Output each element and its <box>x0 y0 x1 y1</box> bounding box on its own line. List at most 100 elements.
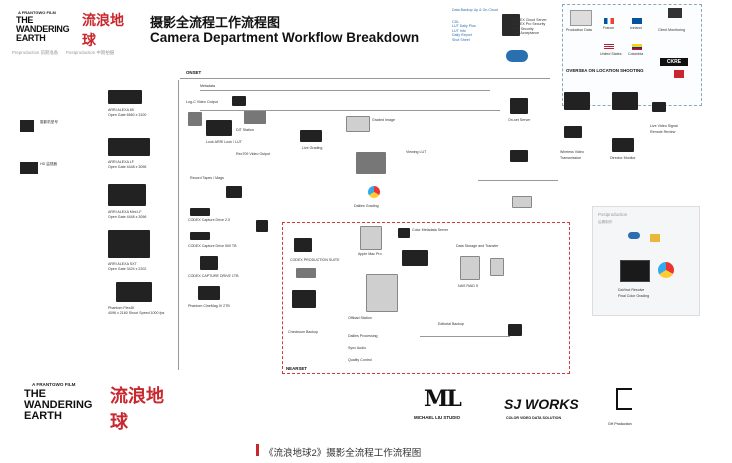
footer-logo-main: THE WANDERING EARTH <box>24 388 93 422</box>
footer-logo-cn: 流浪地球 <box>110 386 164 433</box>
nas-device-2 <box>490 258 504 276</box>
live-video-label: Live Video Signal <box>650 124 678 128</box>
codex-drive-1tb-label: CODEX CAPTURE DRIVE 1TB <box>188 274 239 278</box>
logo-main-text: THE WANDERING EARTH <box>16 15 70 43</box>
caption: 《流浪地球2》摄影全流程工作流程图 <box>264 448 422 459</box>
phantom-cinemag-label: Phantom CineMag IV 2TB <box>188 304 230 308</box>
color-metadata-label: Color Metadata Server <box>412 228 449 232</box>
camera-alexa-lf-name: ARRI ALEXA LF <box>108 160 134 164</box>
production-data-icon <box>570 10 592 26</box>
dit-box-1 <box>188 112 202 126</box>
codex-vault <box>292 290 316 308</box>
flag-colombia-label: Colombia <box>628 52 644 56</box>
preproduction-label: Preproduction 前期准备 <box>12 50 59 55</box>
codex-drive-20-label: CODEX Capture Drive 2.0 <box>188 218 230 222</box>
wireless-tx <box>564 126 582 138</box>
codex-drive-20 <box>190 208 210 216</box>
monitor-small-1 <box>232 96 246 106</box>
mac-pro-tower-1 <box>360 226 382 250</box>
postproduction-title: Postproduction <box>598 212 628 217</box>
flag-iceland-label: Iceland <box>630 26 642 30</box>
color-panel <box>300 130 322 142</box>
codex-suite-label: CODEX PRODUCTION SUITE <box>290 258 340 262</box>
viewing-lut-label: Viewing LUT <box>406 150 427 154</box>
dailies-grading-label: Dailies Grading <box>354 204 379 208</box>
dailies-processing-label: Dailies Processing <box>348 334 378 338</box>
metadata-line <box>200 90 490 91</box>
server-icon <box>502 14 520 36</box>
live-grading-label: Live Grading <box>302 146 323 150</box>
data-storage-label: Data Storage and Transfer <box>456 244 499 248</box>
logo-cn-text: 流浪地球 <box>82 13 124 49</box>
checksum-backup-label: Checksum Backup <box>288 330 318 334</box>
raid-device <box>402 250 428 266</box>
client-laptop <box>512 196 532 208</box>
logo-sj-sub: COLOR VIDEO DATA SOLUTION <box>506 416 562 420</box>
onset-top-line <box>180 78 550 79</box>
flag-usa-label: United States <box>600 52 622 56</box>
camera-alexa65 <box>108 90 142 104</box>
director-monitor <box>612 138 634 152</box>
rec709-output-label: Rec709 Video Output <box>236 152 271 156</box>
quality-control-label: Quality Control <box>348 358 372 362</box>
editorial-backup-label: Editorial Backup <box>438 322 464 326</box>
page-title-cn: 摄影全流程工作流程图 <box>150 15 281 30</box>
camera-mini-lf <box>108 184 146 206</box>
record-tapes-label: Record Tapes / Mags <box>190 176 224 180</box>
lut-box <box>356 152 386 174</box>
camera-type-icon <box>20 120 34 132</box>
transmission-label: Transmission <box>560 156 582 160</box>
onset-arrow-line <box>200 110 500 111</box>
remote-review-label: Remote Review <box>650 130 676 134</box>
log-c-output-label: Log-C Video Output <box>186 100 218 104</box>
camera-mini-lf-name: ARRI ALEXA Mini LF <box>108 210 142 214</box>
camera-alexa-lf <box>108 138 150 156</box>
monitor-hd <box>226 186 242 198</box>
footer-logo-wandering-earth: A FRANTGWO FILM THE WANDERING EARTH 流浪地球 <box>24 378 174 433</box>
cloud-icon <box>506 50 528 62</box>
wireless-video-label: Wireless Video <box>560 150 584 154</box>
color-metadata-server <box>398 228 410 238</box>
onset-label: ONSET <box>186 70 202 75</box>
logo-gh-name: GH Production <box>608 422 632 426</box>
grading-panel <box>346 116 370 132</box>
onset-server <box>510 98 528 114</box>
flag-iceland <box>632 18 642 24</box>
director-monitor-label: Director Monitor <box>610 156 636 160</box>
logo-ml-name: MICHAEL LIU STUDIO <box>414 415 461 420</box>
footer-logo-top: A FRANTGWO FILM <box>32 382 76 387</box>
phantom-cinemag <box>198 286 220 300</box>
to-right-line <box>478 180 558 181</box>
dit-station-device <box>206 120 232 136</box>
dit-station-label: DIT Station <box>236 128 254 132</box>
postproduction-title-cn: 后期制作 <box>598 220 613 224</box>
left-vertical-connector <box>178 80 179 370</box>
postproduction-header-label: Postproduction 中期拍摄 <box>66 50 115 55</box>
cloud-icon-post <box>628 232 640 239</box>
camera-alexa-sxt-spec: Open Gate 3424 x 2202 <box>108 267 147 271</box>
monitor-large <box>564 92 590 110</box>
oversea-title: OVERSEA ON LOCATION SHOOTING <box>566 68 644 73</box>
camera-alexa-sxt <box>108 230 150 258</box>
nearset-to-edit-line <box>420 336 510 337</box>
hd-monitor-label: HD 监视器 <box>40 162 57 166</box>
logo-ml: ML <box>424 386 462 412</box>
nearset-label: NEARSET <box>286 366 307 371</box>
nas-label: NAS RAID 5 <box>458 284 478 288</box>
grading-screen-icon <box>620 260 650 282</box>
camera-phantom-name: Phantom Flex4K <box>108 306 135 310</box>
sync-audio-label: Sync Audio <box>348 346 366 350</box>
caption-bar <box>256 444 259 456</box>
onset-server-label: On-set Server <box>508 118 531 122</box>
logo-top-text: A FRANTGWO FILM <box>18 10 56 15</box>
look-lut-label: Look ARRI Look / LUT <box>206 140 242 144</box>
resolve-icon-post <box>658 262 674 278</box>
hd-monitor-icon <box>20 162 38 174</box>
camera-alexa-sxt-name: ARRI ALEXA SXT <box>108 262 137 266</box>
bull-icon <box>674 70 684 78</box>
client-monitor-right <box>510 150 528 162</box>
flag-usa <box>604 44 614 50</box>
resolve-label: DaVinci Resolve <box>618 288 645 292</box>
